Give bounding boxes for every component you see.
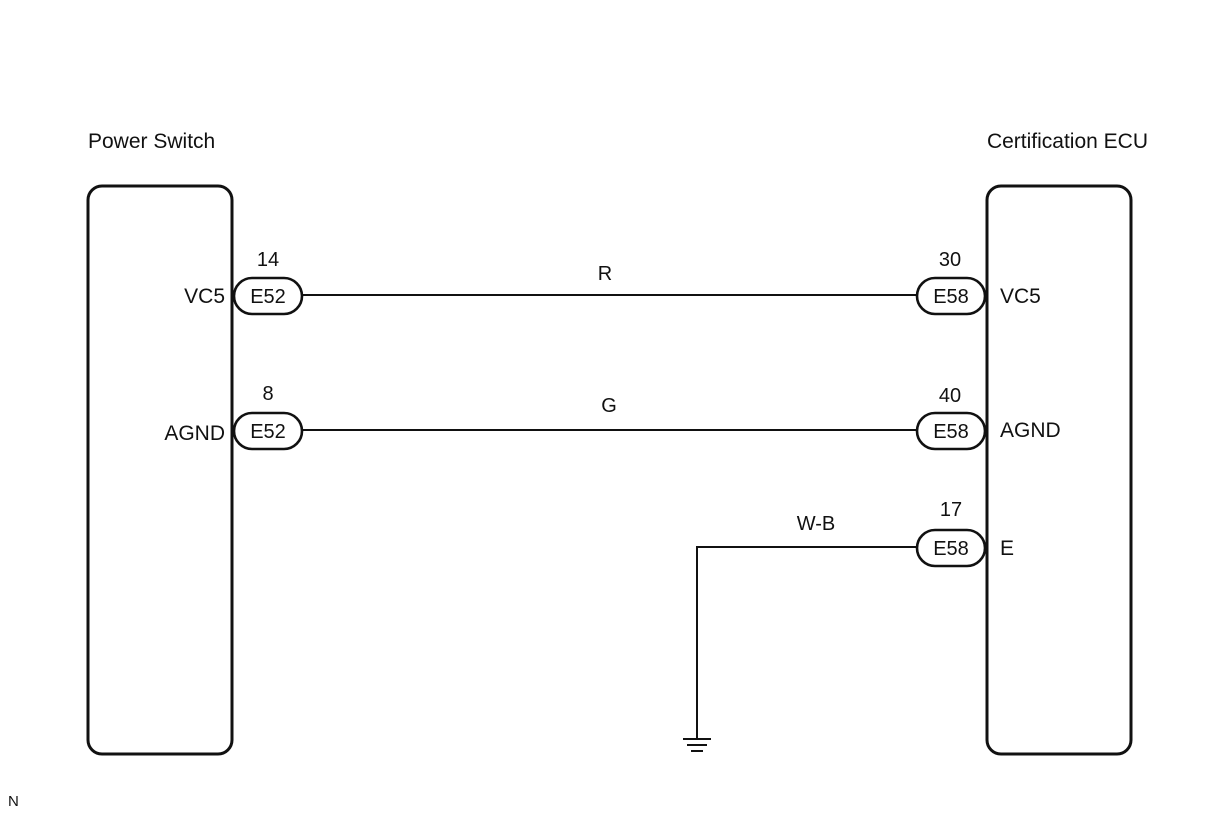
wire-w-b [696, 546, 917, 739]
power-switch-box [86, 184, 234, 756]
ground-symbol-icon [683, 738, 711, 752]
connector-e58-label: E58 [933, 421, 969, 443]
wire-r-color-label: R [598, 263, 612, 285]
certification-ecu-title: Certification ECU [987, 130, 1148, 153]
footnote-label: N [8, 793, 19, 810]
wire-w-b-color-label: W-B [797, 513, 836, 535]
terminal-label-e-right: E [1000, 537, 1014, 560]
pin-number-17: 17 [940, 499, 962, 521]
pin-number-8: 8 [262, 383, 273, 405]
connector-e52-label: E52 [250, 421, 286, 443]
terminal-label-vc5-right: VC5 [1000, 285, 1041, 308]
pin-number-40: 40 [939, 385, 961, 407]
wire-g-color-label: G [601, 395, 617, 417]
terminal-label-agnd-left: AGND [164, 422, 225, 445]
pin-number-14: 14 [257, 249, 279, 271]
terminal-label-vc5-left: VC5 [184, 285, 225, 308]
connector-e58-pin-40: E58 [915, 411, 987, 451]
connector-e58-pin-17: E58 [915, 528, 987, 568]
connector-e52-pin-14: E52 [232, 276, 304, 316]
certification-ecu-box [985, 184, 1133, 756]
power-switch-title: Power Switch [88, 130, 215, 153]
connector-e52-label: E52 [250, 286, 286, 308]
pin-number-30: 30 [939, 249, 961, 271]
connector-e58-label: E58 [933, 286, 969, 308]
connector-e58-label: E58 [933, 538, 969, 560]
connector-e58-pin-30: E58 [915, 276, 987, 316]
terminal-label-agnd-right: AGND [1000, 419, 1061, 442]
connector-e52-pin-8: E52 [232, 411, 304, 451]
